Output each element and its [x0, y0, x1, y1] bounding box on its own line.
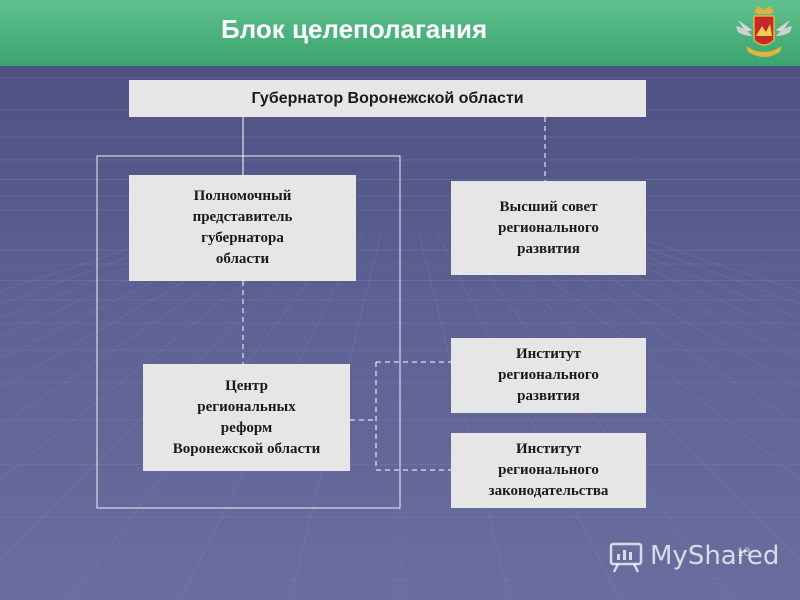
title-bar: Блок целеполагания [0, 0, 800, 66]
institute-development-box: Институт регионального развития [451, 338, 646, 413]
reform-center-line: Центр [225, 377, 268, 394]
representative-line: Полномочный [193, 188, 292, 204]
representative-box: Полномочный представитель губернатора об… [129, 175, 356, 281]
institute-legislation-line: Институт [515, 441, 581, 457]
representative-line: области [215, 251, 270, 267]
reform-center-line: региональных [197, 398, 296, 415]
council-line: Высший совет [499, 198, 598, 215]
page-number: 10 [737, 545, 751, 559]
governor-box: Губернатор Воронежской области [129, 80, 646, 117]
institute-legislation-line: регионального [498, 462, 599, 478]
institute-legislation-box: Институт регионального законодательства [451, 433, 646, 508]
presentation-board-icon [609, 542, 643, 573]
reform-center-line: реформ [220, 419, 273, 436]
coat-of-arms-icon [736, 6, 792, 57]
institute-legislation-line: законодательства [488, 483, 609, 499]
council-box: Высший совет регионального развития [451, 181, 646, 275]
council-line: развития [517, 240, 580, 257]
institute-development-line: Институт [515, 346, 581, 362]
institute-development-line: регионального [498, 367, 599, 383]
representative-line: губернатора [201, 230, 284, 246]
watermark: MyShared [608, 536, 779, 576]
group-frame [96, 155, 401, 509]
reform-center-line: Воронежской области [172, 440, 321, 457]
institute-development-line: развития [517, 388, 580, 404]
governor-label: Губернатор Воронежской области [251, 89, 524, 107]
reform-center-box: Центр региональных реформ Воронежской об… [143, 364, 350, 471]
slide-title: Блок целеполагания [221, 14, 488, 44]
watermark-text: MyShared [650, 541, 780, 571]
representative-line: представитель [192, 209, 293, 225]
council-line: регионального [498, 219, 599, 236]
